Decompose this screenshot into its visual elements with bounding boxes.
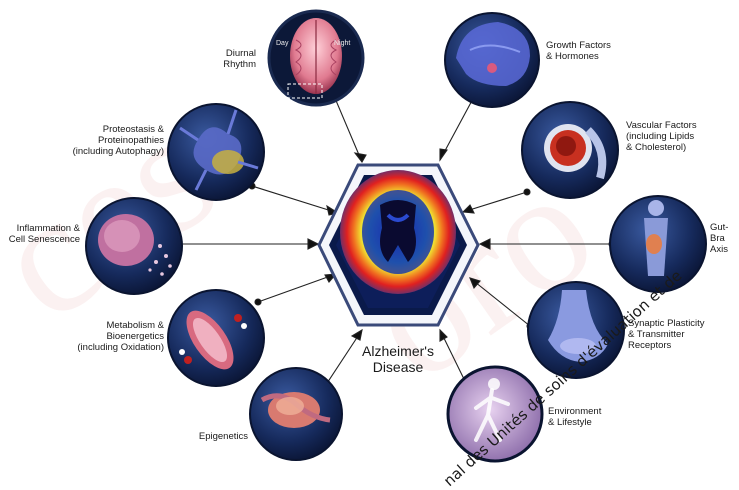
node-proteostasis: [168, 104, 264, 200]
label-environment: Environment & Lifestyle: [548, 406, 628, 428]
node-vascular: [522, 102, 618, 198]
node-metabolism: [168, 290, 264, 386]
node-gutbrain: [610, 196, 706, 292]
label-epigenetics: Epigenetics: [190, 431, 248, 442]
label-inflammation: Inflammation & Cell Senescence: [0, 223, 80, 245]
center-title: Alzheimer's Disease: [338, 343, 458, 375]
label-synaptic: Synaptic Plasticity & Transmitter Recept…: [628, 318, 728, 351]
node-inflammation: [86, 198, 182, 294]
label-growth-factors: Growth Factors & Hormones: [546, 40, 636, 62]
label-gut-brain: Gut-Bra Axis: [710, 222, 739, 255]
label-metabolism: Metabolism & Bioenergetics (including Ox…: [60, 320, 164, 353]
label-diurnal-rhythm: Diurnal Rhythm: [200, 48, 256, 70]
night-label: Night: [334, 38, 350, 49]
day-label: Day: [276, 38, 288, 49]
label-proteostasis: Proteostasis & Proteinopathies (includin…: [56, 124, 164, 157]
node-diurnal: [269, 11, 363, 105]
node-epigenetics: [250, 368, 342, 460]
label-vascular: Vascular Factors (including Lipids & Cho…: [626, 120, 716, 153]
node-growth: [445, 13, 539, 107]
brain-heatmap: [340, 170, 456, 294]
